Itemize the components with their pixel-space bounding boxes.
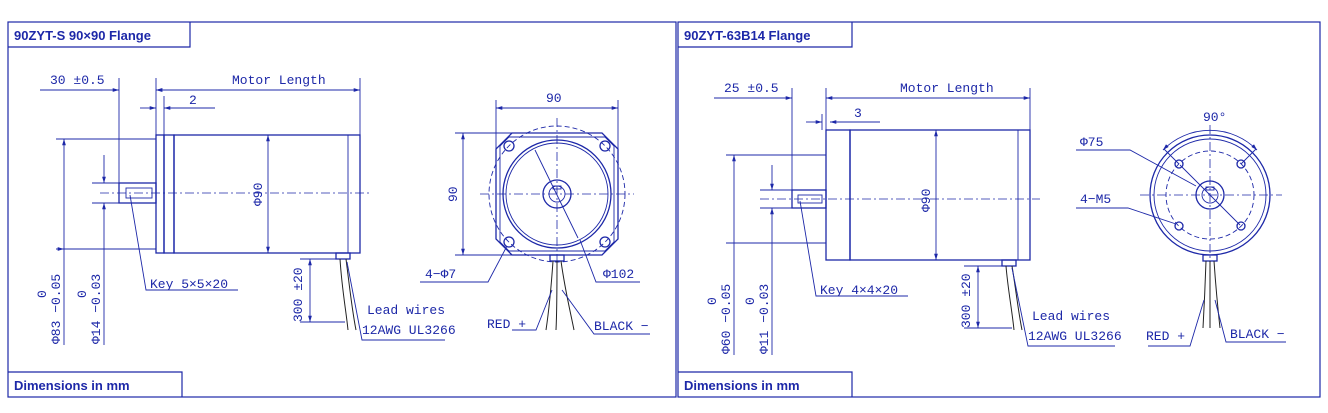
- left-pcd-label: Φ102: [603, 267, 634, 282]
- right-wire-spec: 12AWG UL3266: [1028, 329, 1122, 344]
- left-panel: 90ZYT-S 90×90 Flange Dimensions in mm: [7, 21, 677, 398]
- right-title: 90ZYT-63B14 Flange: [684, 28, 810, 43]
- left-front-view: [420, 100, 650, 335]
- right-shaft-dia: Φ11 −0.03: [757, 284, 772, 354]
- right-lead-wires: Lead wires: [1032, 309, 1110, 324]
- left-wire-spec: 12AWG UL3266: [362, 323, 456, 338]
- right-pcd-label: Φ75: [1080, 135, 1103, 150]
- right-angle-label: 90°: [1203, 110, 1226, 125]
- right-pilot-tol-top: 0: [705, 297, 720, 305]
- left-square-width: 90: [546, 91, 562, 106]
- right-front-view: [1076, 125, 1286, 347]
- left-side-view: [40, 78, 445, 345]
- right-dim-3: 3: [854, 106, 862, 121]
- left-frame: [7, 21, 677, 398]
- left-lead-wires: Lead wires: [367, 303, 445, 318]
- right-dim-body-dia: Φ90: [919, 189, 934, 212]
- right-footer-box: [678, 371, 853, 397]
- right-dim-25: 25 ±0.5: [724, 81, 779, 96]
- left-holes-label: 4−Φ7: [425, 267, 456, 282]
- right-side-view: [714, 88, 1115, 355]
- left-black-label: BLACK −: [594, 319, 649, 334]
- left-shaft-tol-top: 0: [75, 290, 90, 298]
- left-dim-30: 30 ±0.5: [50, 73, 105, 88]
- right-black-label: BLACK −: [1230, 327, 1285, 342]
- left-title-box: [8, 22, 191, 48]
- right-pilot-dia: Φ60 −0.05: [719, 284, 734, 354]
- left-square-height: 90: [446, 186, 461, 202]
- left-pilot-tol-top: 0: [35, 290, 50, 298]
- left-dim-2: 2: [189, 93, 197, 108]
- right-key-label: Key 4×4×20: [820, 283, 898, 298]
- left-red-label: RED +: [487, 317, 526, 332]
- right-dim-motor-length: Motor Length: [900, 81, 994, 96]
- left-title: 90ZYT-S 90×90 Flange: [14, 28, 151, 43]
- left-dim-body-dia: Φ90: [251, 183, 266, 206]
- right-holes-label: 4−M5: [1080, 192, 1111, 207]
- left-shaft-dia: Φ14 −0.03: [89, 274, 104, 344]
- right-red-label: RED +: [1146, 329, 1185, 344]
- right-lead-length: 300 ±20: [959, 273, 974, 328]
- right-shaft-tol-top: 0: [743, 297, 758, 305]
- left-footer-box: [8, 371, 183, 397]
- right-footer: Dimensions in mm: [684, 378, 800, 393]
- left-lead-length: 300 ±20: [291, 267, 306, 322]
- right-panel: 90ZYT-63B14 Flange Dimensions in mm: [677, 21, 1321, 398]
- left-pilot-dia: Φ83 −0.05: [49, 274, 64, 344]
- left-key-label: Key 5×5×20: [150, 277, 228, 292]
- right-title-box: [678, 22, 853, 48]
- left-footer: Dimensions in mm: [14, 378, 130, 393]
- right-frame: [677, 21, 1321, 398]
- left-dim-motor-length: Motor Length: [232, 73, 326, 88]
